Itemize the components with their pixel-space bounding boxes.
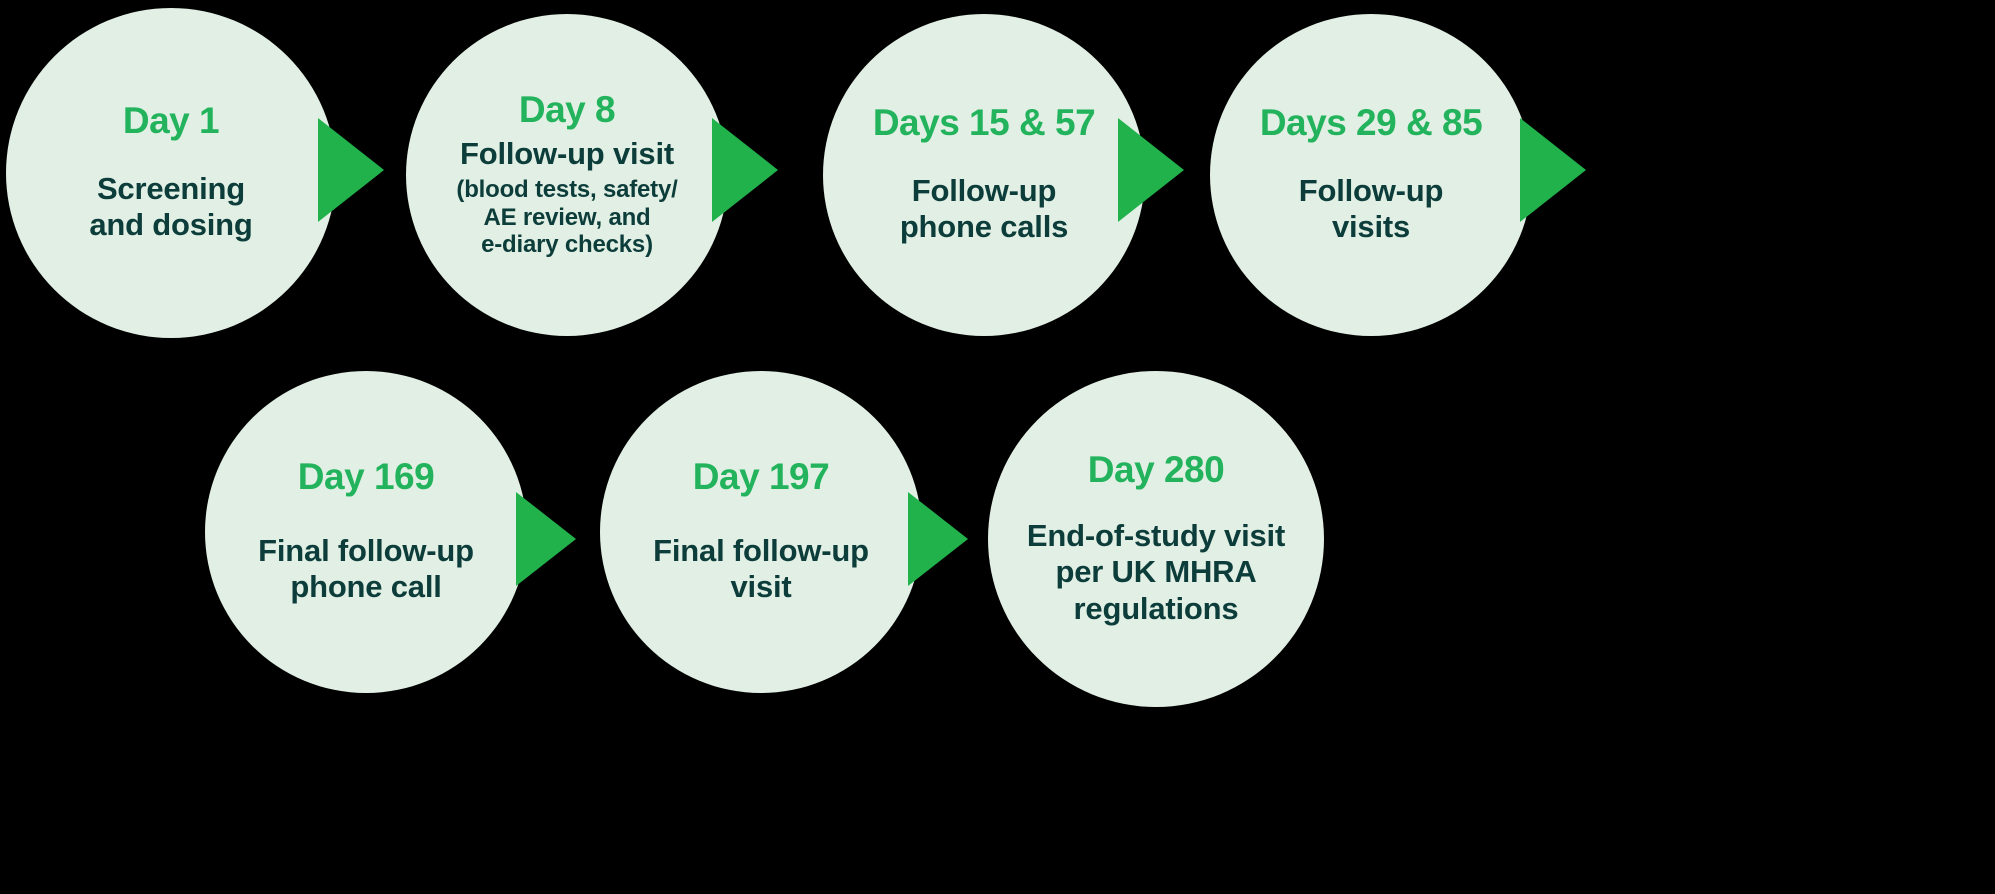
- node-day-heading: Days 29 & 85: [1259, 102, 1483, 144]
- flow-arrow-right-icon: [516, 492, 576, 586]
- node-description: Follow-up visit: [460, 135, 674, 171]
- node-day-heading: Day 197: [692, 456, 830, 498]
- node-day-heading: Day 280: [1087, 449, 1225, 491]
- node-day-heading: Day 1: [122, 100, 220, 142]
- flow-arrow-right-icon: [318, 118, 384, 222]
- node-day-heading: Days 15 & 57: [872, 102, 1096, 144]
- node-day-heading: Day 169: [297, 456, 435, 498]
- flow-arrow-right-icon: [1520, 118, 1586, 222]
- flow-arrow-right-icon: [712, 118, 778, 222]
- flow-arrow-right-icon: [1118, 118, 1184, 222]
- flow-node-day-8[interactable]: Day 8 Follow-up visit (blood tests, safe…: [406, 14, 728, 336]
- flow-arrow-right-icon: [908, 492, 968, 586]
- node-day-heading: Day 8: [518, 88, 616, 130]
